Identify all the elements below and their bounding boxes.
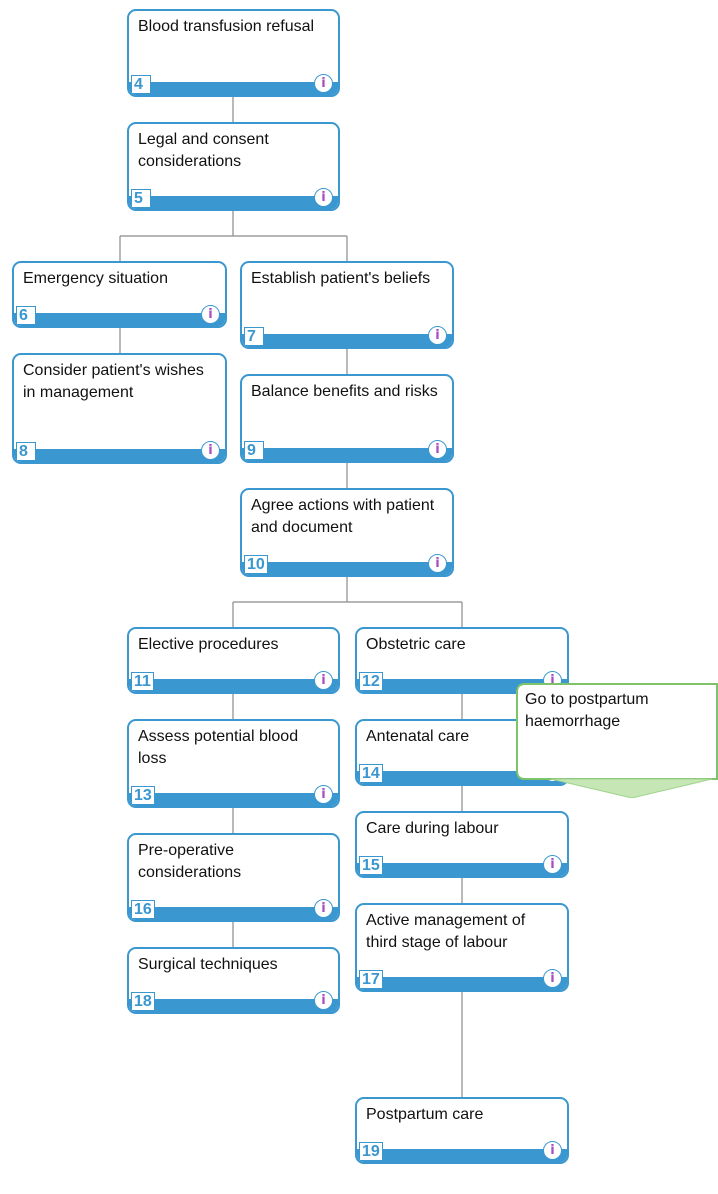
info-icon[interactable]: i: [543, 969, 562, 988]
node-footer-bar: [357, 1149, 567, 1162]
info-icon[interactable]: i: [314, 671, 333, 690]
node-footer-bar: [242, 448, 452, 461]
info-icon[interactable]: i: [201, 441, 220, 460]
node-blood-transfusion-refusal[interactable]: Blood transfusion refusal 4 i: [127, 9, 340, 97]
node-label: Consider patient's wishes in management: [23, 362, 204, 401]
node-postpartum-care[interactable]: Postpartum care 19 i: [355, 1097, 569, 1164]
page-number-badge: 7: [244, 327, 264, 346]
node-footer-bar: [242, 334, 452, 347]
node-label: Elective procedures: [138, 636, 279, 653]
node-label: Surgical techniques: [138, 956, 278, 973]
node-obstetric-care[interactable]: Obstetric care 12 i: [355, 627, 569, 694]
node-footer-bar: [129, 999, 338, 1012]
node-balance-benefits[interactable]: Balance benefits and risks 9 i: [240, 374, 454, 463]
node-agree-actions[interactable]: Agree actions with patient and document …: [240, 488, 454, 577]
info-icon[interactable]: i: [314, 991, 333, 1010]
node-footer-bar: [129, 907, 338, 920]
node-active-management[interactable]: Active management of third stage of labo…: [355, 903, 569, 992]
info-icon[interactable]: i: [201, 305, 220, 324]
node-care-during-labour[interactable]: Care during labour 15 i: [355, 811, 569, 878]
node-footer-bar: [129, 82, 338, 95]
page-number-badge: 14: [359, 764, 383, 783]
info-icon[interactable]: i: [428, 326, 447, 345]
info-icon[interactable]: i: [428, 554, 447, 573]
node-footer-bar: [14, 449, 225, 462]
page-number-badge: 16: [131, 900, 155, 919]
node-footer-bar: [129, 679, 338, 692]
info-icon[interactable]: i: [428, 440, 447, 459]
node-label: Assess potential blood loss: [138, 728, 299, 767]
node-footer-bar: [14, 313, 225, 326]
node-assess-blood-loss[interactable]: Assess potential blood loss 13 i: [127, 719, 340, 808]
node-footer-bar: [242, 562, 452, 575]
node-label: Blood transfusion refusal: [138, 18, 315, 35]
info-icon[interactable]: i: [543, 1141, 562, 1160]
goto-arrow-box-shape: [516, 683, 718, 798]
node-label: Legal and consent considerations: [138, 131, 269, 170]
node-footer-bar: [129, 793, 338, 806]
node-footer-bar: [357, 863, 567, 876]
info-icon[interactable]: i: [314, 899, 333, 918]
goto-label: Go to postpartum haemorrhage: [525, 691, 649, 730]
node-pre-operative[interactable]: Pre-operative considerations 16 i: [127, 833, 340, 922]
page-number-badge: 17: [359, 970, 383, 989]
node-label: Antenatal care: [366, 728, 470, 745]
node-consider-wishes[interactable]: Consider patient's wishes in management …: [12, 353, 227, 464]
node-elective-procedures[interactable]: Elective procedures 11 i: [127, 627, 340, 694]
node-label: Balance benefits and risks: [251, 383, 438, 400]
page-number-badge: 18: [131, 992, 155, 1011]
page-number-badge: 9: [244, 441, 264, 460]
node-label: Agree actions with patient and document: [251, 497, 435, 536]
node-label: Emergency situation: [23, 270, 168, 287]
node-footer-bar: [129, 196, 338, 209]
info-icon[interactable]: i: [543, 855, 562, 874]
node-footer-bar: [357, 771, 567, 784]
node-label: Pre-operative considerations: [138, 842, 242, 881]
node-surgical-techniques[interactable]: Surgical techniques 18 i: [127, 947, 340, 1014]
info-icon[interactable]: i: [314, 74, 333, 93]
goto-postpartum-haemorrhage-box[interactable]: Go to postpartum haemorrhage: [516, 683, 718, 798]
page-number-badge: 12: [359, 672, 383, 691]
page-number-badge: 19: [359, 1142, 383, 1161]
node-label: Postpartum care: [366, 1106, 484, 1123]
page-number-badge: 13: [131, 786, 155, 805]
node-establish-beliefs[interactable]: Establish patient's beliefs 7 i: [240, 261, 454, 349]
page-number-badge: 11: [131, 672, 154, 691]
info-icon[interactable]: i: [314, 785, 333, 804]
page-number-badge: 8: [16, 442, 36, 461]
node-footer-bar: [357, 679, 567, 692]
info-icon[interactable]: i: [314, 188, 333, 207]
node-label: Obstetric care: [366, 636, 466, 653]
page-number-badge: 10: [244, 555, 268, 574]
page-number-badge: 5: [131, 189, 151, 208]
node-footer-bar: [357, 977, 567, 990]
page-number-badge: 6: [16, 306, 36, 325]
node-label: Establish patient's beliefs: [251, 270, 431, 287]
page-number-badge: 4: [131, 75, 151, 94]
node-label: Care during labour: [366, 820, 499, 837]
page-number-badge: 15: [359, 856, 383, 875]
node-label: Active management of third stage of labo…: [366, 912, 526, 951]
node-legal-and-consent[interactable]: Legal and consent considerations 5 i: [127, 122, 340, 211]
node-emergency-situation[interactable]: Emergency situation 6 i: [12, 261, 227, 328]
